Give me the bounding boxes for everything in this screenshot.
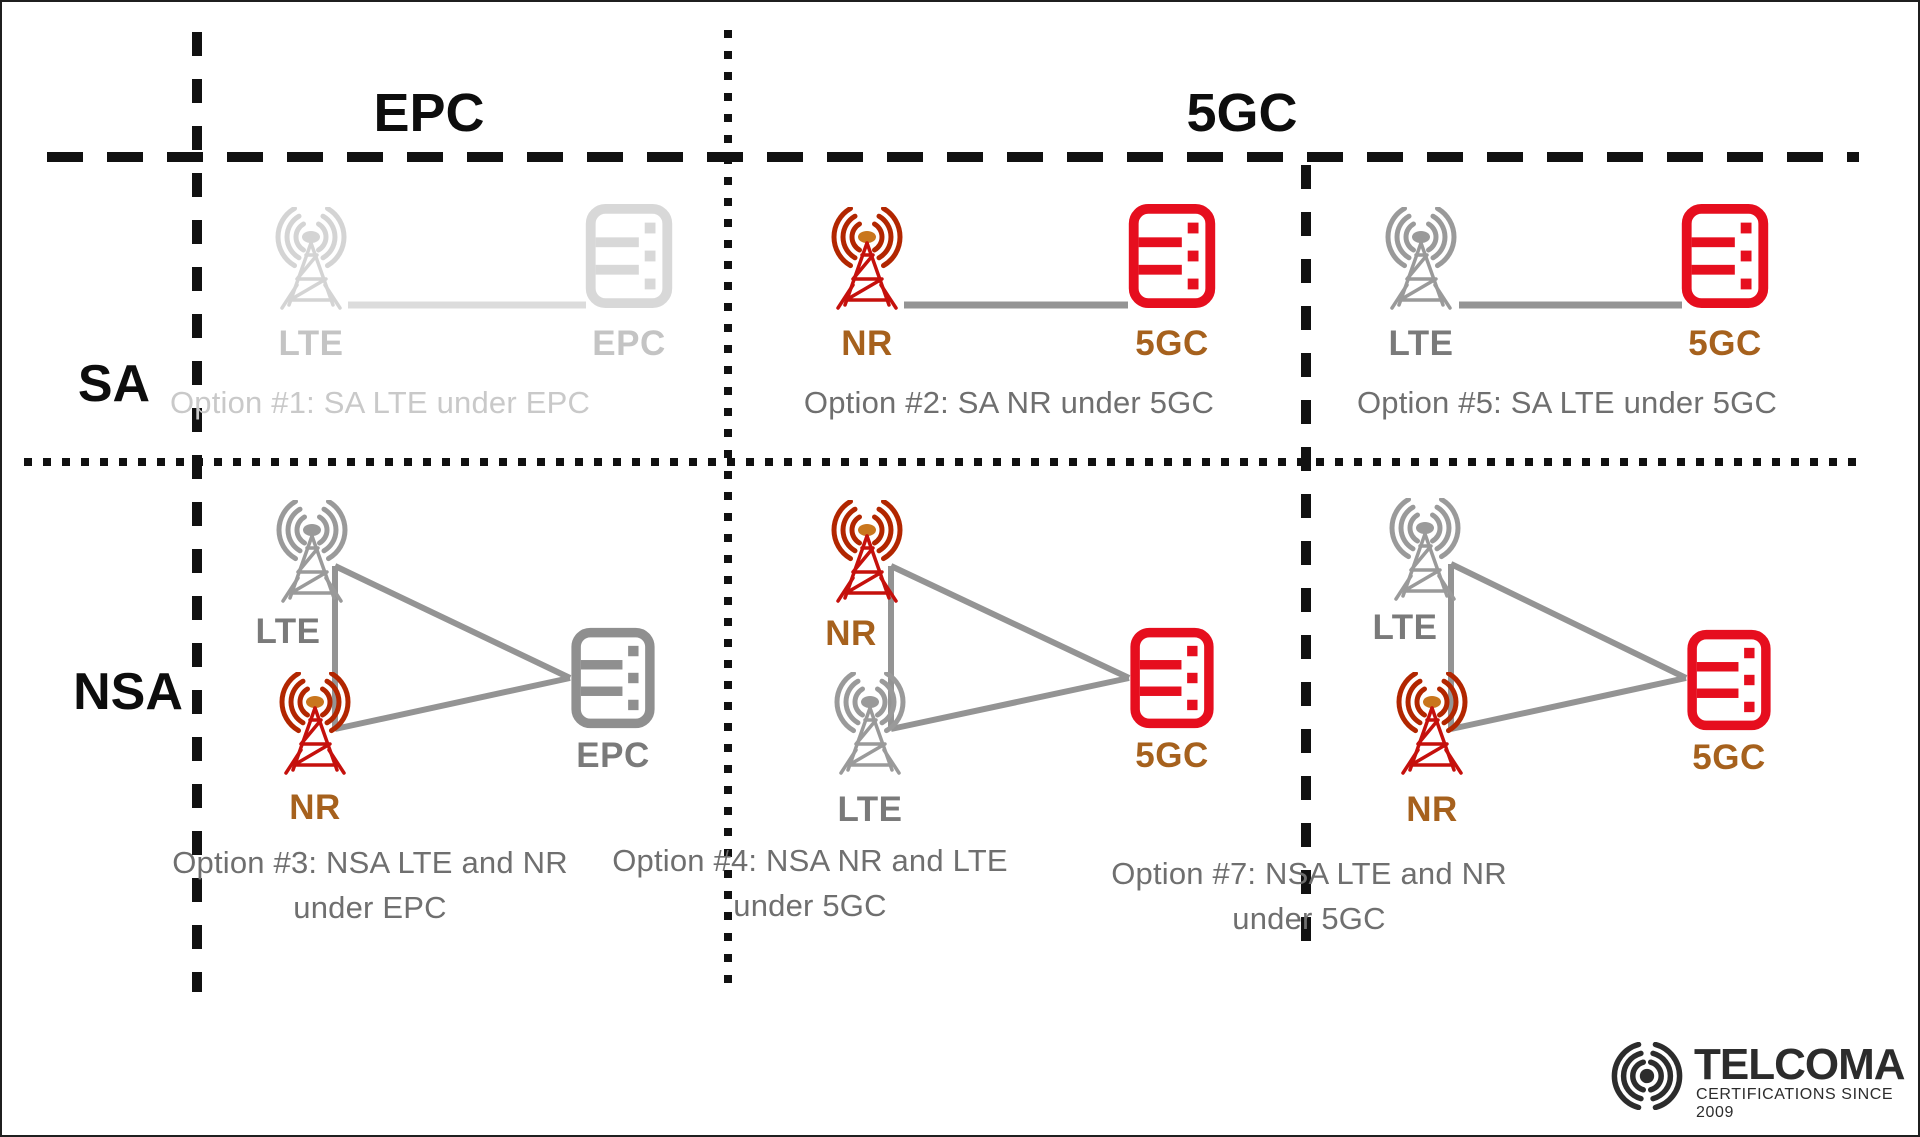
option7-lte-tower-icon [1365,498,1485,602]
horizontal-divider-middle [24,458,1860,466]
option7-caption-line1: Option #7: NSA LTE and NR [1111,856,1507,891]
option4-bottom-core-line [890,675,1130,732]
telcoma-logo-waves-icon [1604,1042,1690,1110]
column-header-5gc: 5GC [1186,83,1298,143]
vertical-divider-left [192,32,202,992]
option3-bottom-core-line [334,675,571,732]
option2-nr-label: NR [841,324,893,363]
option2-nr-tower-icon [807,207,927,311]
row-header-sa: SA [77,355,151,413]
option7-caption: Option #7: NSA LTE and NR under 5GC [989,851,1629,941]
option2-5gc-core-icon [1125,202,1219,310]
option7-nr-label: NR [1406,790,1458,829]
option5-5gc-label: 5GC [1688,324,1762,363]
option4-nr-label: NR [825,614,877,653]
vertical-divider-center [724,30,732,992]
option3-nr-label: NR [289,788,341,827]
column-header-epc: EPC [373,83,485,143]
option7-bottom-core-line [1450,675,1687,732]
option1-epc-core-icon [582,202,676,310]
row-header-nsa: NSA [73,663,183,721]
option1-lte-tower-icon [251,207,371,311]
option5-lte-label: LTE [1388,324,1454,363]
telcoma-logo-tagline: CERTIFICATIONS SINCE 2009 [1696,1086,1894,1121]
option3-top-core-line [333,563,572,681]
option7-5gc-label: 5GC [1692,738,1766,777]
option3-caption-line2: under EPC [293,890,447,925]
option1-epc-label: EPC [592,324,666,363]
option4-caption-line2: under 5GC [733,888,887,923]
option4-caption: Option #4: NSA NR and LTE under 5GC [490,838,1130,928]
option1-lte-label: LTE [278,324,344,363]
telcoma-logo-name: TELCOMA [1694,1040,1906,1089]
option3-caption-line1: Option #3: NSA LTE and NR [172,845,568,880]
option4-5gc-core-icon [1125,626,1219,730]
option3-nr-tower-icon [255,672,375,776]
option3-lte-label: LTE [255,612,321,651]
option4-lte-tower-icon [810,672,930,776]
option7-nr-tower-icon [1372,672,1492,776]
horizontal-divider-top [47,152,1859,162]
option5-5gc-core-icon [1678,202,1772,310]
option2-caption: Option #2: SA NR under 5GC [803,385,1215,420]
option1-caption: Option #1: SA LTE under EPC [169,385,591,420]
option7-top-core-line [1449,561,1688,681]
option3-epc-label: EPC [576,736,650,775]
option4-caption-line1: Option #4: NSA NR and LTE [612,843,1008,878]
option4-top-core-line [889,563,1131,681]
option3-epc-core-icon [566,626,660,730]
option7-lte-label: LTE [1372,608,1438,647]
option3-lte-tower-icon [252,500,372,604]
option5-caption: Option #5: SA LTE under 5GC [1356,385,1778,420]
option7-5gc-core-icon [1682,628,1776,732]
option2-5gc-label: 5GC [1135,324,1209,363]
option4-nr-tower-icon [807,500,927,604]
vertical-divider-right [1301,165,1311,962]
option3-caption: Option #3: NSA LTE and NR under EPC [50,840,690,930]
option4-5gc-label: 5GC [1135,736,1209,775]
option7-caption-line2: under 5GC [1232,901,1386,936]
option4-lte-label: LTE [837,790,903,829]
option5-lte-tower-icon [1361,207,1481,311]
